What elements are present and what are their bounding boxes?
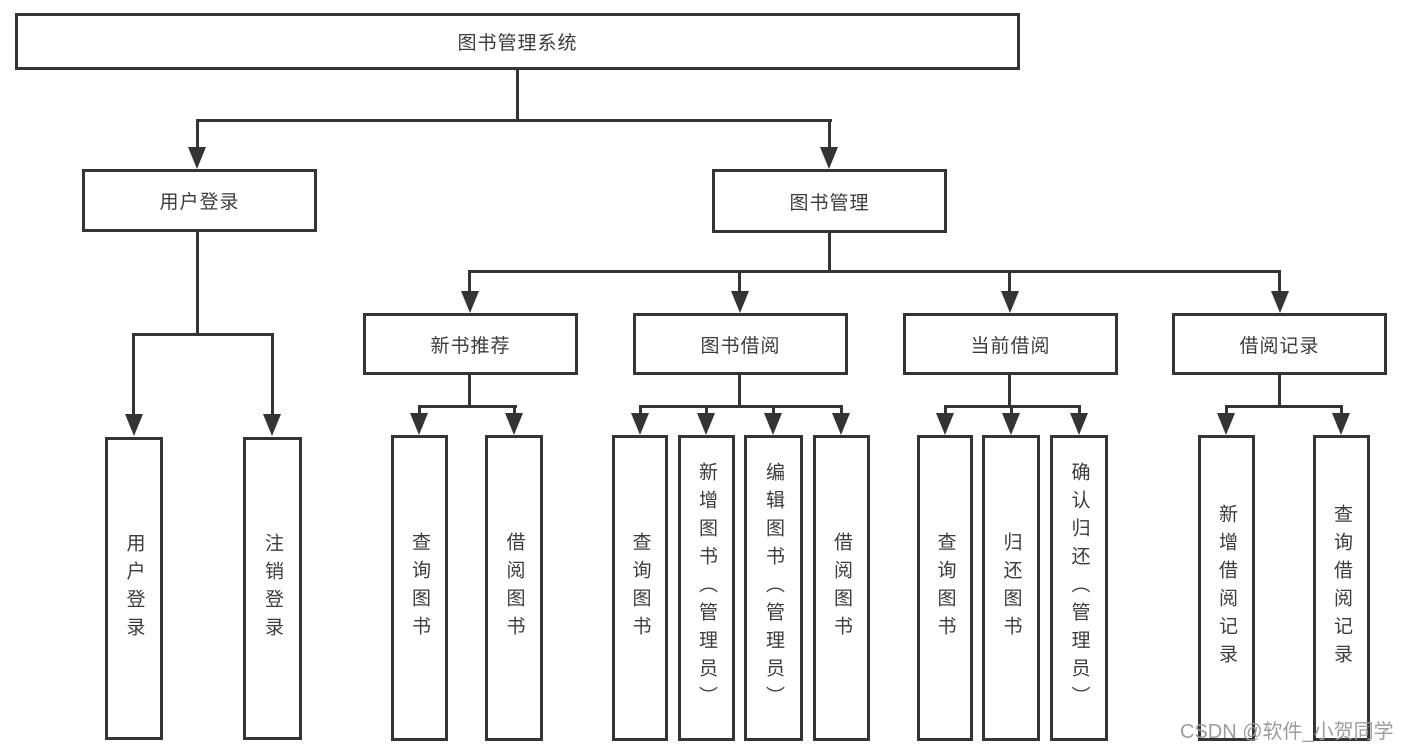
- connector-line: [738, 270, 741, 292]
- connector-line: [516, 70, 519, 121]
- node-label: 用户登录: [159, 192, 240, 213]
- connector-line: [772, 405, 775, 415]
- arrow-down-icon: [697, 413, 715, 435]
- connector-line: [840, 405, 843, 415]
- node-label: 图书借阅: [700, 335, 781, 357]
- connector-line: [418, 405, 517, 408]
- connector-line: [639, 405, 843, 408]
- arrow-down-icon: [631, 413, 649, 435]
- node-leaf-borrow-books-1: 借阅图书: [485, 435, 543, 741]
- arrow-down-icon: [1271, 291, 1289, 313]
- node-leaf-logout-login: 注销登录: [243, 437, 302, 740]
- arrow-down-icon: [1332, 413, 1350, 435]
- arrow-down-icon: [1070, 413, 1088, 435]
- arrow-down-icon: [764, 413, 782, 435]
- arrow-down-icon: [461, 291, 479, 313]
- connector-line: [1225, 405, 1228, 415]
- arrow-down-icon: [1002, 413, 1020, 435]
- connector-line: [513, 405, 516, 415]
- node-label: 当前借阅: [970, 335, 1051, 357]
- connector-line: [196, 119, 199, 149]
- node-leaf-query-borrow-record: 查询借阅记录: [1313, 435, 1370, 741]
- node-user-login: 用户登录: [82, 169, 317, 232]
- connector-line: [418, 405, 421, 415]
- node-label: 查询借阅记录: [1331, 504, 1352, 672]
- node-leaf-confirm-return-admin: 确认归还（管理员）: [1050, 435, 1108, 741]
- node-label: 确认归还（管理员）: [1068, 462, 1090, 714]
- connector-line: [1010, 405, 1013, 415]
- connector-line: [132, 333, 135, 415]
- connector-line: [944, 405, 947, 415]
- connector-line: [1340, 405, 1343, 415]
- connector-line: [468, 270, 1281, 273]
- arrow-down-icon: [731, 291, 749, 313]
- arrow-down-icon: [820, 147, 838, 169]
- node-current-borrow: 当前借阅: [903, 313, 1118, 375]
- node-new-book-recommend: 新书推荐: [363, 313, 578, 375]
- arrow-down-icon: [1217, 413, 1235, 435]
- node-label: 查询图书: [409, 532, 430, 644]
- connector-line: [1278, 375, 1281, 408]
- node-leaf-query-books-2: 查询图书: [612, 435, 668, 741]
- connector-line: [705, 405, 708, 415]
- node-label: 新增借阅记录: [1216, 504, 1237, 672]
- node-label: 借阅图书: [831, 532, 852, 644]
- node-label: 编辑图书（管理员）: [763, 462, 784, 714]
- node-label: 归还图书: [1000, 532, 1022, 644]
- connector-line: [1008, 270, 1011, 292]
- connector-line: [468, 375, 471, 408]
- node-library-system: 图书管理系统: [15, 13, 1020, 70]
- node-label: 图书管理系统: [457, 33, 578, 54]
- node-label: 注销登录: [262, 532, 283, 645]
- arrow-down-icon: [832, 413, 850, 435]
- node-leaf-add-borrow-record: 新增借阅记录: [1198, 435, 1255, 741]
- arrow-down-icon: [1001, 291, 1019, 313]
- node-leaf-query-books-3: 查询图书: [917, 435, 973, 741]
- arrow-down-icon: [263, 414, 281, 436]
- node-label: 查询图书: [629, 532, 651, 644]
- node-borrow-records: 借阅记录: [1172, 313, 1387, 375]
- csdn-watermark: CSDN @软件_小贺同学: [1180, 721, 1394, 743]
- connector-line: [1078, 405, 1081, 415]
- connector-line: [828, 233, 831, 273]
- node-label: 新增图书（管理员）: [696, 462, 717, 714]
- node-leaf-return-books: 归还图书: [982, 435, 1040, 741]
- node-label: 图书管理: [789, 192, 870, 214]
- arrow-down-icon: [410, 413, 428, 435]
- connector-line: [1008, 375, 1011, 408]
- node-label: 新书推荐: [430, 335, 511, 357]
- node-leaf-query-books-1: 查询图书: [391, 435, 448, 741]
- node-leaf-add-books-admin: 新增图书（管理员）: [678, 435, 735, 741]
- arrow-down-icon: [936, 413, 954, 435]
- arrow-down-icon: [125, 414, 143, 436]
- node-book-borrow: 图书借阅: [633, 313, 848, 375]
- arrow-down-icon: [188, 147, 206, 169]
- node-label: 用户登录: [123, 532, 145, 645]
- arrow-down-icon: [505, 413, 523, 435]
- connector-line: [639, 405, 642, 415]
- node-label: 查询图书: [934, 532, 956, 644]
- connector-line: [196, 232, 199, 336]
- connector-line: [828, 119, 831, 149]
- node-label: 借阅图书: [503, 532, 525, 644]
- connector-line: [1278, 270, 1281, 292]
- connector-line: [132, 333, 274, 336]
- node-book-management: 图书管理: [712, 169, 947, 233]
- node-leaf-borrow-books-2: 借阅图书: [813, 435, 870, 741]
- connector-line: [1225, 405, 1342, 408]
- node-leaf-user-login: 用户登录: [105, 437, 163, 740]
- connector-line: [468, 270, 471, 292]
- connector-line: [738, 375, 741, 408]
- node-label: 借阅记录: [1239, 335, 1320, 357]
- connector-line: [196, 119, 832, 122]
- node-leaf-edit-books-admin: 编辑图书（管理员）: [744, 435, 803, 741]
- connector-line: [271, 333, 274, 415]
